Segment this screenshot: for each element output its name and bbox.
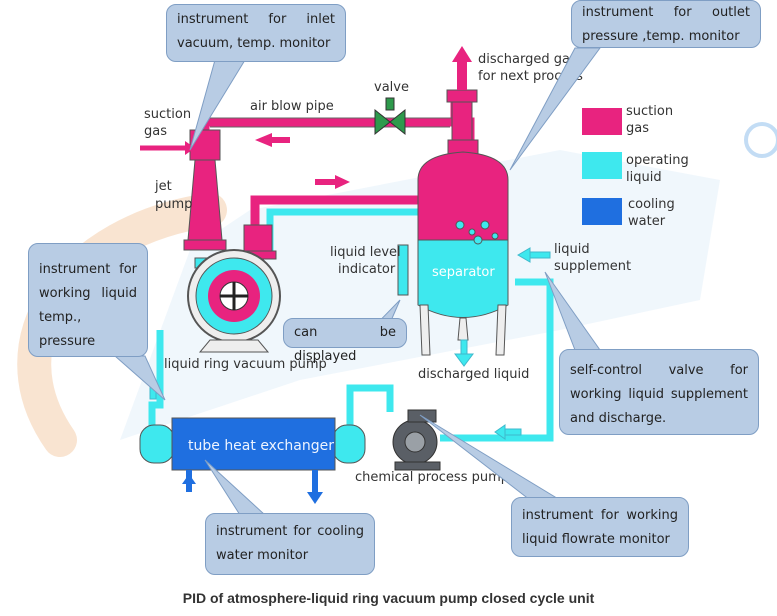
callout-can-be-displayed: can be displayed [283, 318, 407, 364]
tube-heat-exchanger [139, 417, 366, 471]
callout-inlet-instrument: instrument for inlet vacuum, temp. monit… [166, 4, 346, 62]
label-discharged-gas-l1: discharged gas [478, 52, 577, 67]
flow-arrow-right [315, 179, 335, 185]
label-liquid-supplement-l2: supplement [554, 259, 631, 274]
label-valve: valve [374, 80, 409, 95]
legend-swatch-suction [582, 108, 622, 135]
separator-vessel [417, 139, 509, 356]
figure-caption: PID of atmosphere-liquid ring vacuum pum… [182, 590, 595, 606]
label-separator: separator [432, 265, 495, 280]
flow-arrow-left [255, 133, 272, 147]
label-jet-pump-l2: pump [155, 197, 192, 212]
callout-tails [113, 47, 601, 516]
label-discharged-liquid: discharged liquid [418, 367, 529, 382]
legend-operating-l2: liquid [626, 170, 662, 185]
legend-swatch-operating [582, 152, 622, 179]
legend-cooling-l2: water [628, 214, 666, 229]
label-jet-pump-l1: jet [154, 179, 172, 194]
callout-flowrate-text: instrument for working liquid flowrate m… [522, 508, 678, 547]
callout-outlet-text: instrument for outlet pressure ,temp. mo… [582, 5, 750, 44]
callout-working-liquid-text: instrument for working liquid temp., pre… [39, 262, 137, 349]
callout-inlet-text: instrument for inlet vacuum, temp. monit… [177, 12, 335, 51]
valve [374, 97, 406, 136]
callout-cooling-water: instrument for cooling water monitor [205, 513, 375, 575]
legend-suction-l2: gas [626, 121, 649, 136]
callout-display-text: can be displayed [294, 325, 396, 364]
label-liquid-supplement-l1: liquid [554, 242, 590, 257]
liquid-ring-vacuum-pump [187, 224, 281, 353]
label-liquid-level-l2: indicator [338, 262, 396, 277]
label-suction-gas-l1: suction [144, 107, 191, 122]
chemical-process-pump [392, 409, 441, 471]
legend-operating-l1: operating [626, 153, 689, 168]
legend: suction gas operating liquid cooling wat… [582, 104, 689, 229]
label-suction-gas-l2: gas [144, 124, 167, 139]
label-tube-heat-exchanger: tube heat exchanger [188, 438, 334, 454]
discharge-stack [446, 46, 478, 143]
callout-working-liquid-temp: instrument for working liquid temp., pre… [28, 243, 148, 357]
callout-cooling-text: instrument for cooling water monitor [216, 524, 364, 563]
label-lrvp: liquid ring vacuum pump [164, 357, 327, 372]
discharge-liquid-arrow [460, 339, 468, 355]
callout-self-control-valve: self-control valve for working liquid su… [559, 349, 759, 435]
label-discharged-gas-l2: for next process [478, 69, 583, 84]
level-indicator-glass [397, 244, 409, 296]
callout-outlet-instrument: instrument for outlet pressure ,temp. mo… [571, 0, 761, 48]
label-liquid-level-l1: liquid level [330, 245, 401, 260]
legend-suction-l1: suction [626, 104, 673, 119]
legend-swatch-cooling [582, 198, 622, 225]
callout-flowrate: instrument for working liquid flowrate m… [511, 497, 689, 557]
legend-cooling-l1: cooling [628, 197, 675, 212]
label-air-blow-pipe: air blow pipe [250, 99, 334, 114]
callout-self-control-text: self-control valve for working liquid su… [570, 363, 748, 426]
label-chemical-process-pump: chemical process pump [355, 470, 509, 485]
cooling-water-arrows [182, 470, 323, 504]
